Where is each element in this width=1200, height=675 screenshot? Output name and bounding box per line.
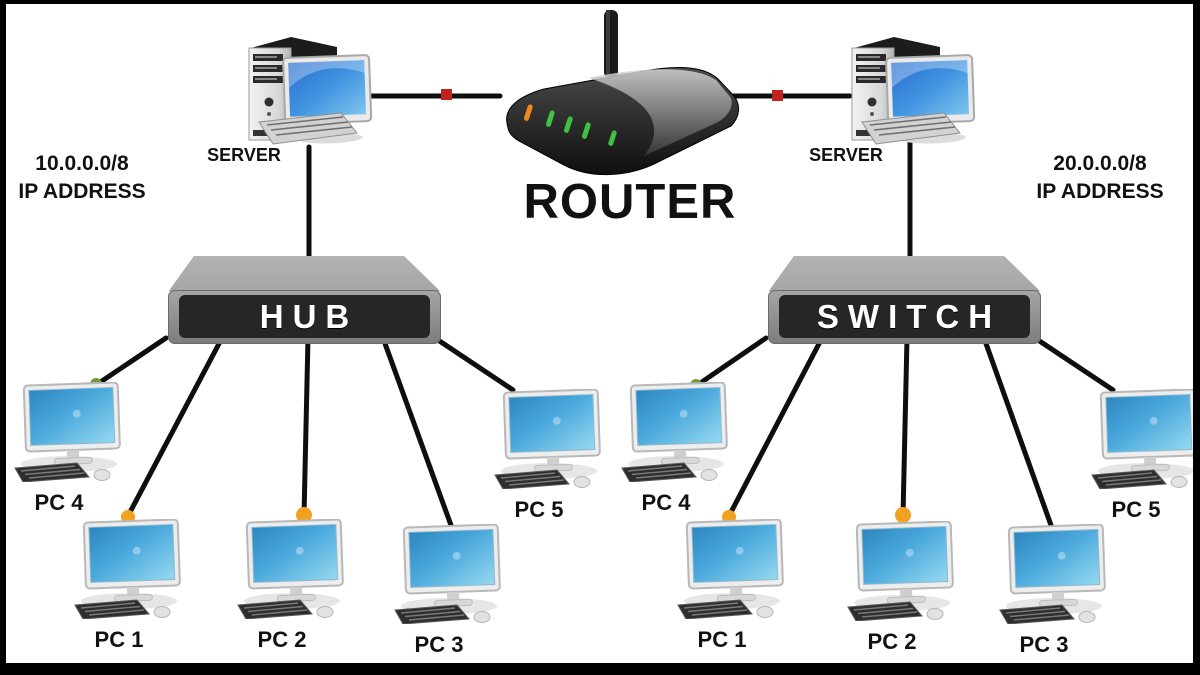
right-ip-label: 20.0.0.0/8 IP ADDRESS <box>1020 150 1180 207</box>
server-right-icon <box>844 32 979 152</box>
cable-hub-pc5 <box>432 335 516 393</box>
left-ip-label: 10.0.0.0/8 IP ADDRESS <box>6 150 162 207</box>
left-ip-caption: IP ADDRESS <box>18 180 146 204</box>
cable-hub-pc1 <box>125 335 225 519</box>
router-label: ROUTER <box>523 175 737 229</box>
pc-icon <box>1088 389 1200 489</box>
pc-right-4-label: PC 4 <box>641 490 691 515</box>
pc-left-4-label: PC 4 <box>34 490 84 515</box>
pc-left-5: PC 5 <box>491 389 611 524</box>
cable-switch-pc3 <box>981 335 1055 531</box>
pc-left-2-label: PC 2 <box>257 627 307 652</box>
pc-left-2: PC 2 <box>234 519 354 654</box>
pc-icon <box>996 524 1116 624</box>
pc-left-1: PC 1 <box>71 519 191 654</box>
router-icon <box>506 10 739 176</box>
switch-front-face: SWITCH <box>768 290 1041 344</box>
pc-icon <box>491 389 611 489</box>
pc-right-3: PC 3 <box>996 524 1116 659</box>
cable-switch-pc1 <box>726 335 825 519</box>
pc-icon <box>618 382 738 482</box>
pc-icon <box>71 519 191 619</box>
hub-label: HUB <box>179 295 430 338</box>
pc-right-5: PC 5 <box>1088 389 1200 524</box>
cable-switch-pc2 <box>900 335 910 519</box>
pc-left-4: PC 4 <box>11 382 131 517</box>
pc-right-3-label: PC 3 <box>1019 632 1069 657</box>
cable-switch-pc5 <box>1032 335 1116 393</box>
pc-left-1-label: PC 1 <box>94 627 144 652</box>
pc-icon <box>391 524 511 624</box>
pc-icon <box>11 382 131 482</box>
pc-right-1: PC 1 <box>674 519 794 654</box>
pc-left-3-label: PC 3 <box>414 632 464 657</box>
server-left-icon <box>241 32 376 152</box>
pc-left-5-label: PC 5 <box>514 497 564 522</box>
hub-device: HUB <box>168 256 441 344</box>
pc-icon <box>234 519 354 619</box>
server-right-label: SERVER <box>809 145 883 165</box>
server-left-label: SERVER <box>207 145 281 165</box>
left-ip-value: 10.0.0.0/8 <box>35 152 129 175</box>
pc-right-2: PC 2 <box>844 521 964 656</box>
hub-front-face: HUB <box>168 290 441 344</box>
red-connector-icon <box>772 90 783 101</box>
pc-right-1-label: PC 1 <box>697 627 747 652</box>
switch-label: SWITCH <box>779 295 1030 338</box>
cable-switch-pc4 <box>693 335 769 389</box>
cable-hub-pc3 <box>380 335 455 531</box>
hub-top-face <box>168 256 441 292</box>
pc-right-5-label: PC 5 <box>1111 497 1161 522</box>
cable-hub-pc4 <box>93 335 169 388</box>
right-ip-value: 20.0.0.0/8 <box>1053 152 1147 175</box>
pc-icon <box>844 521 964 621</box>
cable-hub-pc2 <box>301 335 311 519</box>
switch-top-face <box>768 256 1041 292</box>
switch-device: SWITCH <box>768 256 1041 344</box>
pc-icon <box>674 519 794 619</box>
pc-right-2-label: PC 2 <box>867 629 917 654</box>
pc-right-4: PC 4 <box>618 382 738 517</box>
pc-left-3: PC 3 <box>391 524 511 659</box>
red-connector-icon <box>441 89 452 100</box>
right-ip-caption: IP ADDRESS <box>1036 180 1164 204</box>
router-leds-icon <box>523 104 617 146</box>
